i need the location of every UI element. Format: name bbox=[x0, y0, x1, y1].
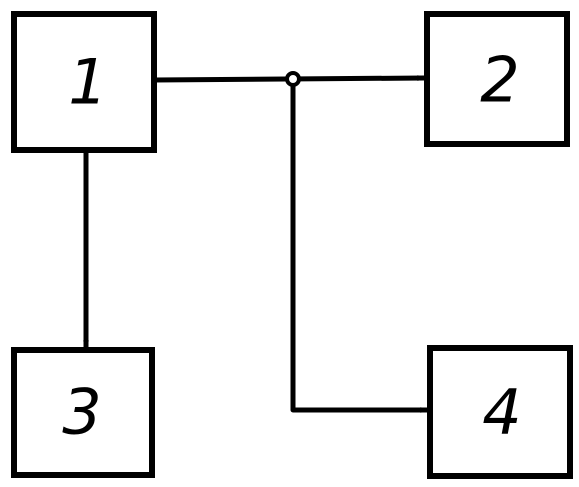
connector-1-to-4 bbox=[290, 83, 430, 413]
block-3-frame bbox=[11, 347, 155, 478]
block-1: 1 bbox=[11, 11, 157, 153]
block-3-label: 3 bbox=[62, 376, 101, 449]
block-3: 3 bbox=[11, 347, 155, 478]
junction-dot bbox=[285, 71, 301, 87]
block-4-label: 4 bbox=[482, 376, 521, 449]
block-2-label: 2 bbox=[480, 44, 519, 117]
block-1-label: 1 bbox=[68, 46, 107, 119]
block-2: 2 bbox=[424, 11, 570, 147]
block-4: 4 bbox=[427, 345, 573, 479]
block-2-frame bbox=[424, 11, 570, 147]
block-4-frame bbox=[427, 345, 573, 479]
